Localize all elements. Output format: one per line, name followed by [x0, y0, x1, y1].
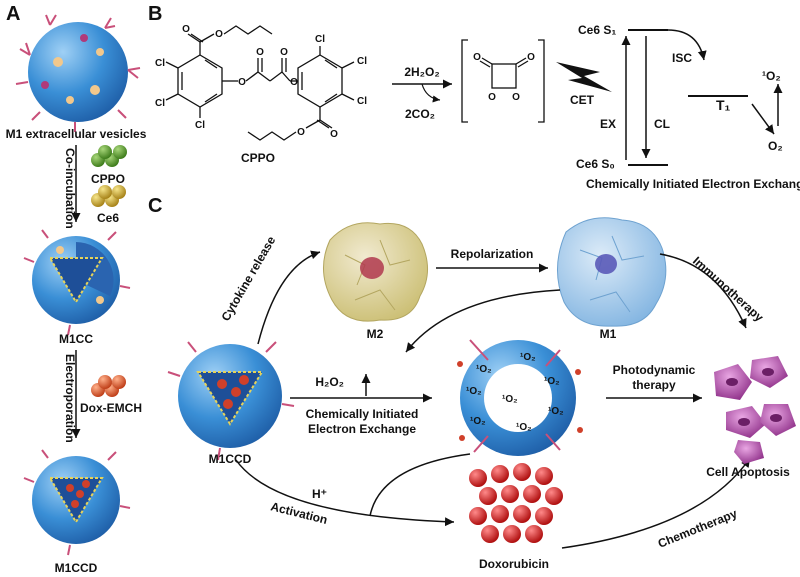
- atom-cl: Cl: [155, 98, 165, 109]
- dioxetanedione-intermediate: [461, 39, 545, 123]
- cet-label: CET: [570, 93, 595, 107]
- ex-label: EX: [600, 117, 616, 131]
- doxorubicin-label: Doxorubicin: [479, 557, 549, 571]
- m1ccd-label-c: M1CCD: [209, 452, 252, 466]
- panel-c-label: C: [148, 195, 162, 217]
- cppo-atom-labels: Cl Cl Cl Cl Cl Cl O O O O O O O O: [155, 24, 367, 140]
- atom-o: O: [473, 52, 481, 63]
- atom-cl: Cl: [315, 34, 325, 45]
- energy-level-diagram: [628, 29, 748, 166]
- pdt-label-line1: Photodynamic: [613, 363, 696, 377]
- singlet-oxygen-mark: ¹O₂: [544, 376, 560, 387]
- m1-label: M1: [600, 327, 617, 341]
- co2-release-arrow: [421, 83, 441, 103]
- oxygen-label: O₂: [768, 139, 783, 153]
- atom-o: O: [182, 24, 190, 35]
- singlet-oxygen-mark: ¹O₂: [548, 406, 564, 417]
- singlet-oxygen-mark: ¹O₂: [516, 422, 532, 433]
- t1-label: T₁: [716, 97, 731, 113]
- singlet-oxygen-mark: ¹O₂: [476, 364, 492, 375]
- immunotherapy-arrow: [659, 253, 747, 329]
- atom-cl: Cl: [357, 56, 367, 67]
- atom-o: O: [256, 47, 264, 58]
- repolarization-label: Repolarization: [451, 247, 534, 261]
- ce6-particles: [91, 185, 126, 207]
- ciee-caption: Chemically Initiated Electron Exchange: [586, 177, 800, 191]
- h2o2-label: H₂O₂: [315, 375, 344, 389]
- co2-byproduct-label: 2CO₂: [405, 107, 435, 121]
- atom-o: O: [280, 47, 288, 58]
- m1ccd-vesicle-illustration-a: [23, 449, 131, 556]
- activation-label: Activation: [269, 499, 329, 527]
- apoptotic-cells-illustration: [714, 356, 796, 464]
- atom-o: O: [215, 29, 223, 40]
- panel-b-label: B: [148, 3, 162, 25]
- ce6-s0-label: Ce6 S₀: [576, 157, 615, 171]
- singlet-oxygen-mark: ¹O₂: [470, 416, 486, 427]
- cet-lightning-icon: [556, 62, 612, 92]
- electroporation-label: Electroporation: [63, 354, 77, 443]
- m2-macrophage-illustration: [322, 222, 428, 322]
- ce6-s1-label: Ce6 S₁: [578, 23, 616, 37]
- pdt-label-line2: therapy: [632, 378, 676, 392]
- dox-emch-label: Dox-EMCH: [80, 401, 142, 415]
- h2o2-reagent-label: 2H₂O₂: [404, 65, 439, 79]
- ruptured-vesicle-illustration: [457, 339, 583, 456]
- m1cc-vesicle-illustration: [23, 229, 131, 336]
- cl-label: CL: [654, 117, 670, 131]
- cytokine-release-arrow: [257, 250, 321, 345]
- ce6-label: Ce6: [97, 211, 119, 225]
- m1cc-label: M1CC: [59, 332, 93, 346]
- isc-arrow: [667, 29, 707, 61]
- chemotherapy-arrow: [561, 457, 751, 549]
- m1-macrophage-illustration: [556, 217, 667, 327]
- atom-o: O: [512, 92, 520, 103]
- atom-o: O: [527, 52, 535, 63]
- cell-apoptosis-label: Cell Apoptosis: [706, 465, 790, 479]
- atom-cl: Cl: [357, 96, 367, 107]
- m1ccd-label-a: M1CCD: [55, 561, 98, 575]
- cppo-label: CPPO: [91, 172, 125, 186]
- cppo-structure: [165, 25, 355, 141]
- h-plus-label: H⁺: [312, 487, 327, 501]
- h2o2-feedback-arrow: [405, 289, 561, 353]
- atom-cl: Cl: [195, 120, 205, 131]
- immunotherapy-label: Immunotherapy: [690, 254, 767, 325]
- isc-label: ISC: [672, 51, 692, 65]
- atom-cl: Cl: [155, 58, 165, 69]
- singlet-oxygen-mark: ¹O₂: [520, 352, 536, 363]
- atom-o: O: [330, 129, 338, 140]
- panel-a-label: A: [6, 3, 20, 25]
- singlet-oxygen-label: ¹O₂: [762, 69, 781, 83]
- cppo-particles: [91, 145, 127, 167]
- doxorubicin-particles: [469, 463, 563, 543]
- ciee-label-line2: Electron Exchange: [308, 422, 416, 436]
- m1-vesicle-illustration: [15, 14, 141, 132]
- vesicle-label: M1 extracellular vesicles: [6, 127, 147, 141]
- atom-o: O: [488, 92, 496, 103]
- atom-o: O: [290, 77, 298, 88]
- energy-transfer-arrow-down: [751, 103, 775, 135]
- singlet-oxygen-mark: ¹O₂: [466, 386, 482, 397]
- coincubation-label: Co-incubation: [63, 148, 77, 229]
- ciee-label-line1: Chemically Initiated: [306, 407, 419, 421]
- atom-o: O: [238, 77, 246, 88]
- cppo-structure-label: CPPO: [241, 151, 275, 165]
- activation-branch: [369, 453, 471, 517]
- dox-emch-particles: [91, 375, 126, 397]
- atom-o: O: [297, 127, 305, 138]
- activation-arrow: [235, 459, 455, 527]
- m1ccd-vesicle-illustration-c: [167, 341, 295, 461]
- chemotherapy-label: Chemotherapy: [656, 506, 739, 551]
- singlet-oxygen-mark: ¹O₂: [502, 394, 518, 405]
- singlet-oxygen-labels: ¹O₂ ¹O₂ ¹O₂ ¹O₂ ¹O₂ ¹O₂ ¹O₂ ¹O₂: [466, 352, 564, 433]
- m2-label: M2: [367, 327, 384, 341]
